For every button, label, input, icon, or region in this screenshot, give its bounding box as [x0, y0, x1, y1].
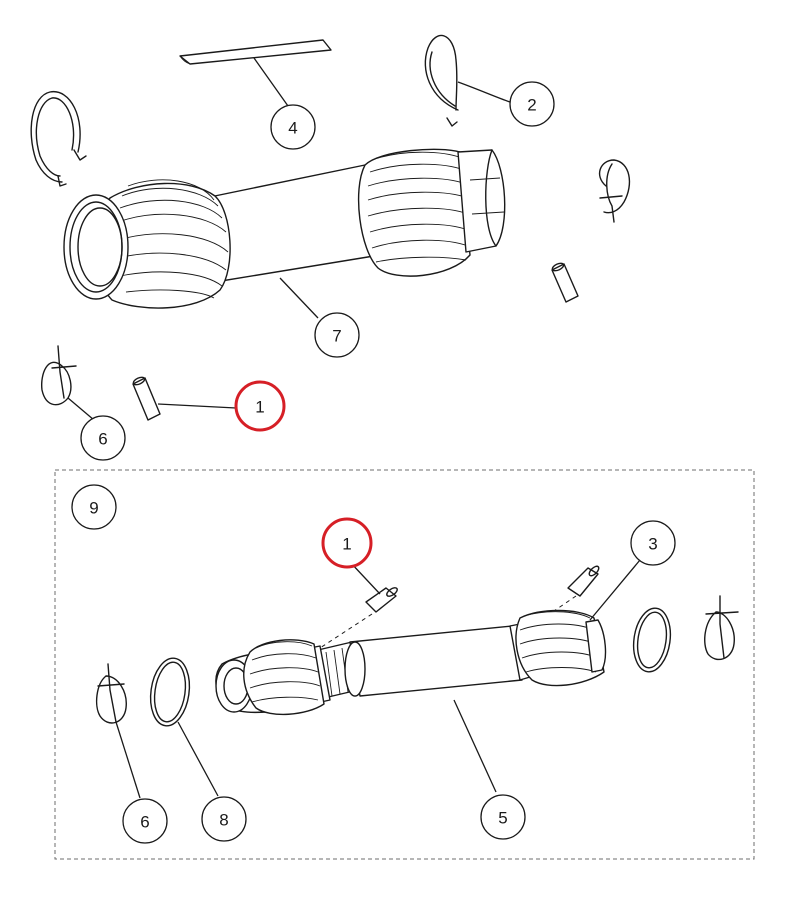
leader-4: [253, 57, 289, 107]
clip-lower-right: [704, 595, 739, 661]
svg-text:7: 7: [332, 327, 341, 346]
part-5-shaft-assembly: [215, 609, 607, 716]
svg-text:4: 4: [288, 119, 297, 138]
leader-5: [453, 699, 497, 793]
svg-text:1: 1: [342, 535, 351, 554]
retaining-ring-left: [30, 91, 87, 187]
part-4-strip: [179, 39, 332, 65]
callout-3: 3: [630, 520, 676, 566]
part-2-retaining-ring: [424, 34, 459, 127]
svg-text:2: 2: [527, 96, 536, 115]
callout-6-upper: 6: [80, 415, 126, 461]
leader-7: [279, 277, 319, 319]
leader-6-upper: [67, 397, 95, 421]
group-9-box: [54, 469, 755, 860]
callout-6-lower: 6: [122, 798, 168, 844]
part-6-clip-lower: [95, 663, 127, 724]
callout-5: 5: [480, 794, 526, 840]
svg-text:6: 6: [98, 430, 107, 449]
pin-lower-right: [567, 565, 600, 597]
svg-text:1: 1: [255, 398, 264, 417]
pin-upper-right: [551, 262, 579, 303]
callout-9: 9: [71, 484, 117, 530]
callout-1-upper-highlighted: 1: [234, 380, 286, 432]
svg-text:8: 8: [219, 811, 228, 830]
svg-text:3: 3: [648, 535, 657, 554]
part-7-boot-tube-assembly: [63, 148, 506, 309]
leader-2: [457, 81, 511, 103]
o-ring-right: [632, 607, 672, 673]
callout-4: 4: [270, 104, 316, 150]
leader-3: [589, 559, 641, 621]
leader-1-upper: [157, 403, 237, 409]
svg-text:9: 9: [89, 499, 98, 518]
svg-text:5: 5: [498, 809, 507, 828]
leader-8: [177, 721, 219, 797]
part-1-pin-upper: [132, 376, 161, 421]
callout-2: 2: [509, 81, 555, 127]
leader-1-lower: [349, 561, 381, 595]
part-8-o-ring-left: [149, 657, 191, 727]
callout-7: 7: [314, 312, 360, 358]
part-6-clip-upper: [41, 345, 77, 406]
retaining-clip-right: [598, 159, 631, 223]
callout-8: 8: [201, 796, 247, 842]
pin-axis-dashed-line-left: [319, 613, 373, 649]
svg-text:6: 6: [140, 813, 149, 832]
part-1-pin-lower: [365, 587, 398, 613]
callout-1-lower-highlighted: 1: [321, 517, 373, 569]
leader-6-lower: [115, 721, 141, 799]
